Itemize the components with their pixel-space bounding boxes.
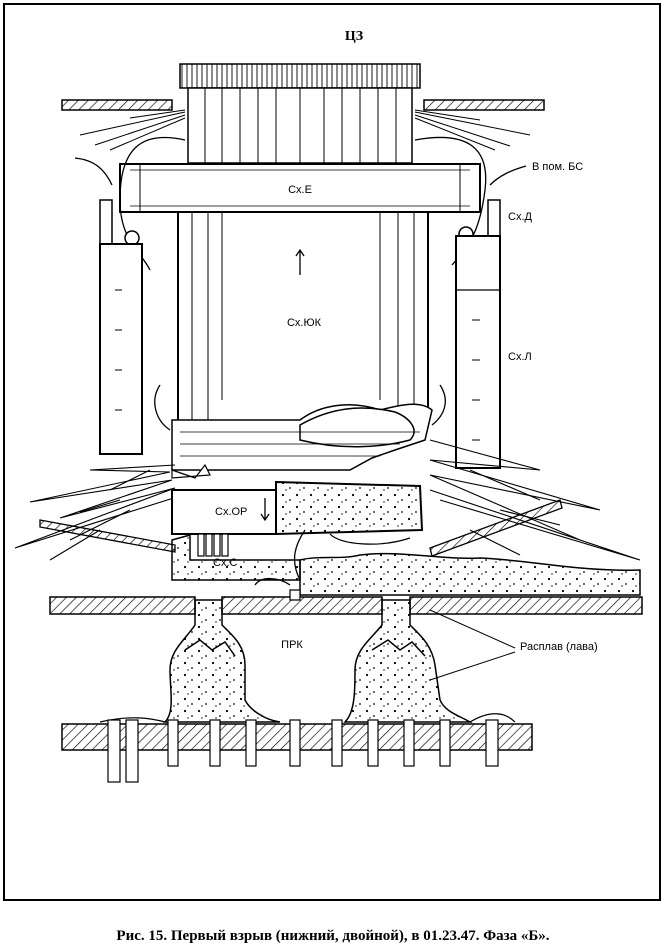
schema-e-plate: Сх.Е (119, 163, 481, 213)
label-prk: ПРК (281, 639, 303, 651)
schema-s (171, 529, 641, 596)
figure-frame (3, 3, 661, 901)
core-rupture (171, 403, 433, 471)
figure-caption: Рис. 15. Первый взрыв (нижний, двойной),… (116, 928, 550, 944)
label-sx-l: Сх.Л (508, 351, 532, 363)
label-sx-yuk: Сх.ЮК (287, 317, 322, 329)
label-sx-d: Сх.Д (508, 211, 533, 223)
left-wall (99, 243, 143, 455)
lava-flows (99, 599, 516, 723)
schema-l-wall (455, 235, 501, 469)
label-sx-s: Сх.С (213, 557, 238, 569)
label-sx-e: Сх.Е (288, 184, 312, 196)
title-label: ЦЗ (345, 29, 363, 44)
label-sx-or: Сх.ОР (215, 506, 247, 518)
flying-plates (39, 499, 563, 557)
reactor-diagram: ЦЗ Сх.Е (14, 29, 643, 783)
bottom-floor (61, 719, 533, 783)
schema-or-block: Сх.ОР (171, 463, 277, 557)
label-rasplav: Расплав (лава) (520, 641, 598, 653)
label-v-pom-bs: В пом. БС (532, 161, 583, 173)
concrete-block (275, 480, 424, 545)
top-cap (179, 63, 421, 164)
schema-yuk-core: Сх.ЮК (154, 211, 446, 431)
lava-leaders (429, 609, 516, 681)
top-floor-slabs (61, 99, 545, 151)
main-floor-slab (49, 589, 643, 615)
